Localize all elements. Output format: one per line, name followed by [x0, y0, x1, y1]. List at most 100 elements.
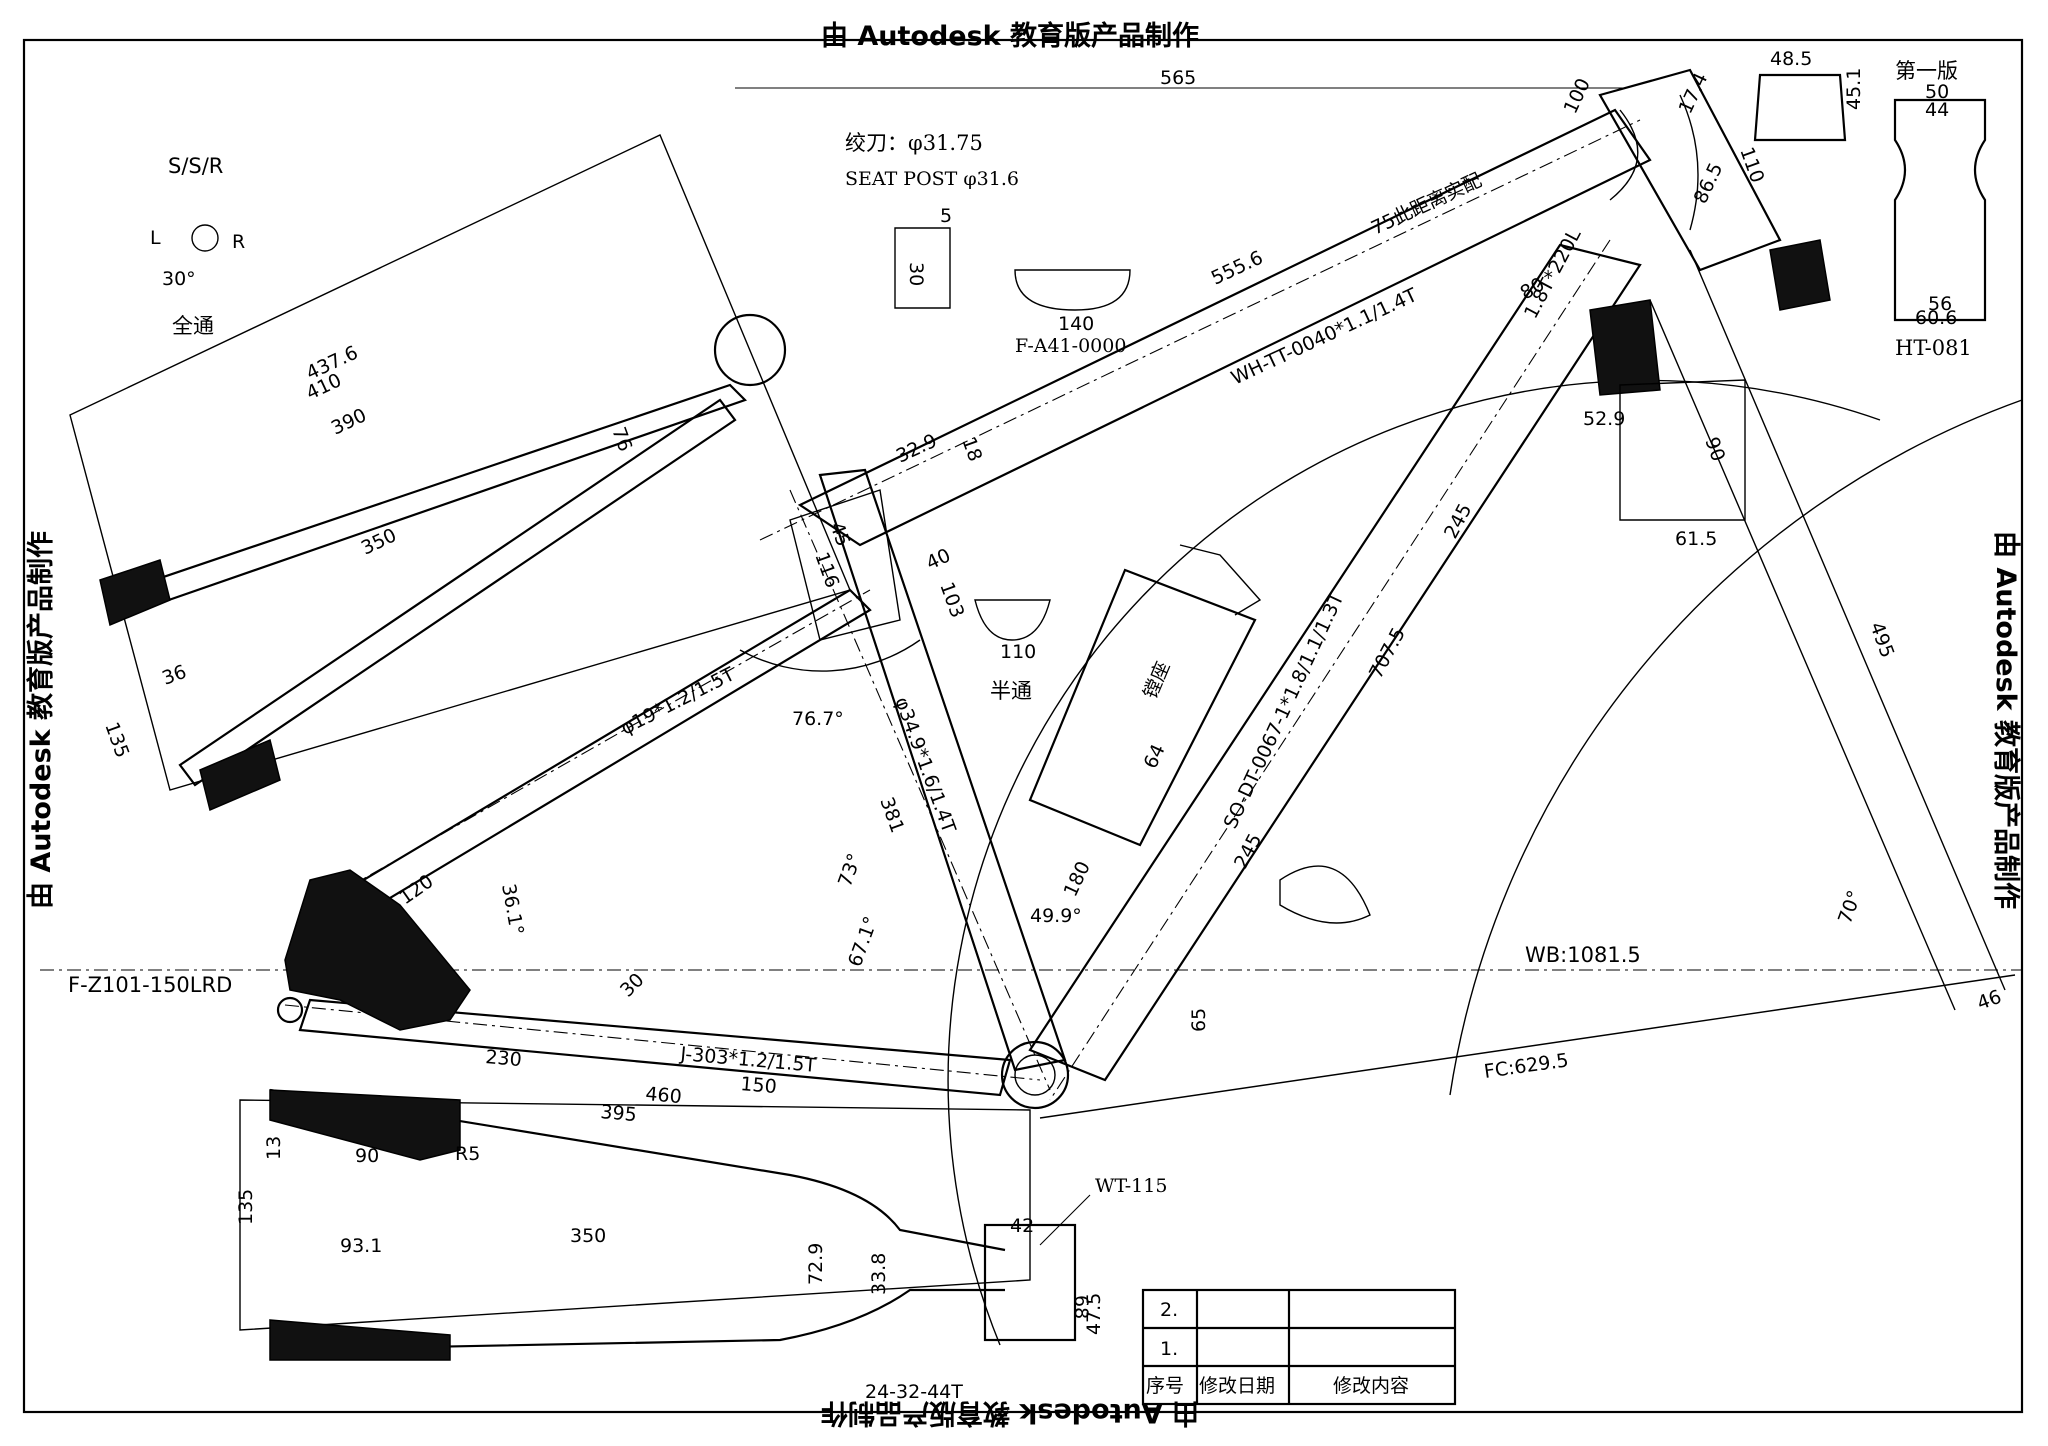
tt-section [1753, 73, 1847, 142]
front-arc [947, 379, 1881, 1346]
dim-499: 49.9° [1030, 905, 1082, 927]
ht081-label: HT-081 [1895, 336, 1972, 360]
dim-865: 86.5 [1690, 159, 1728, 207]
dropout-axle [276, 996, 304, 1024]
d5-text: 5 [940, 205, 952, 227]
dim-529: 52.9 [1583, 408, 1625, 430]
dim-395: 395 [600, 1101, 638, 1126]
rev-header-content: 修改内容 [1333, 1375, 1409, 1397]
svg-text:由 Autodesk 教育版产品制作: 由 Autodesk 教育版产品制作 [1990, 531, 2022, 909]
dropout-label: F-Z101-150LRD [68, 973, 232, 997]
dim-230: 230 [485, 1046, 523, 1071]
fork-axis [1649, 249, 2006, 1011]
down-tube-center [1049, 239, 1611, 1101]
top-tube [797, 108, 1652, 547]
ssr-label: S/S/R [168, 154, 223, 178]
r-label: R [232, 231, 245, 253]
dim-116: 116 [810, 549, 843, 591]
dim-729: 72.9 [805, 1243, 827, 1285]
dim-931: 93.1 [340, 1235, 382, 1257]
dim-475: 47.5 [1083, 1293, 1105, 1335]
clamp-section [1014, 269, 1131, 311]
head-tube [1598, 68, 1782, 272]
dim-42: 42 [1010, 1215, 1034, 1237]
rear-top-block-b [199, 738, 281, 812]
banban-section [974, 599, 1051, 641]
ht-tube-label: 1.8T*220L [1520, 225, 1586, 322]
dim-381: 381 [875, 794, 908, 836]
dim-44: 44 [1925, 99, 1949, 121]
dim-350b: 350 [570, 1225, 606, 1247]
dt-tube-label: SO-DT-0067-1*1.8/1.1/1.3T [1220, 589, 1349, 832]
headtube-profile [1893, 98, 1987, 322]
drawing-border [22, 38, 2024, 1414]
l-label: L [150, 227, 161, 249]
dim-120: 120 [395, 870, 437, 909]
lr-icon [191, 224, 219, 252]
chainstay-view-a [269, 1088, 1006, 1252]
dim-671: 67.1° [844, 913, 882, 969]
dim-150: 150 [740, 1073, 778, 1098]
bottle-neck [1179, 544, 1262, 616]
dim-460: 460 [645, 1083, 683, 1108]
head-tube-inner [1609, 94, 1699, 231]
dim-606: 60.6 [1915, 307, 1957, 329]
wt115-label: WT-115 [1095, 1175, 1167, 1197]
rear-top-bridge [713, 313, 787, 387]
d30-text: 30 [905, 262, 927, 286]
dim-36: 36 [159, 661, 189, 690]
tt-section-w: 48.5 [1770, 48, 1812, 70]
fc-label: FC:629.5 [1483, 1049, 1570, 1083]
rear-top-frame [69, 134, 851, 791]
down-tube [1028, 243, 1642, 1082]
seat-angle-arc [739, 639, 921, 672]
dim-50: 50 [1925, 81, 1949, 103]
cable-note: 75此距离实配 [1368, 169, 1485, 239]
seat-clamp-label: 绞刀：φ31.75 [845, 131, 983, 155]
head-lug-box [1619, 379, 1746, 521]
dim-40: 40 [923, 544, 954, 574]
bottle-cage [1028, 568, 1257, 847]
dim-90: 90 [1700, 434, 1729, 464]
rev-row1-no: 1. [1160, 1338, 1178, 1360]
chainstay-view-frame [239, 1099, 1031, 1331]
svg-text:由 Autodesk 教育版产品制作: 由 Autodesk 教育版产品制作 [25, 531, 57, 909]
dim-350a: 350 [358, 524, 400, 559]
banban-label: 半通 [990, 679, 1032, 703]
dim-18: 18 [957, 434, 986, 464]
dim-65: 65 [1188, 1008, 1210, 1032]
seatpost-slot [894, 227, 951, 309]
quantong-label: 全通 [172, 314, 214, 338]
rear-dropout [284, 869, 471, 1031]
dim-135a: 135 [100, 719, 133, 761]
bottle-note: 镗座 [1139, 658, 1174, 702]
chainstay-block-top [269, 1089, 461, 1161]
watermark-top: 由 Autodesk 教育版产品制作 [821, 20, 1199, 52]
top-tube-center [759, 119, 1641, 541]
dim-180: 180 [1060, 858, 1095, 900]
seat-cluster [789, 489, 901, 641]
watermark-right: 由 Autodesk 教育版产品制作 [1990, 531, 2022, 909]
dim-135b: 135 [235, 1189, 257, 1225]
fc-arc [1449, 399, 2023, 1096]
dim-30b: 30 [616, 969, 649, 1002]
dim-64: 64 [1140, 741, 1170, 772]
dim-103: 103 [935, 579, 968, 621]
fork-crown [1589, 299, 1661, 396]
version-label: 第一版 [1895, 59, 1958, 83]
angle30-label: 30° [162, 268, 196, 290]
dim-495: 495 [1865, 619, 1898, 661]
tt-tube-label: WH-TT-0040*1.1/1.4T [1228, 284, 1421, 390]
rear-top-stay-a [123, 383, 748, 612]
rear-top-stay-b [178, 398, 737, 787]
bb-shell-view [983, 1223, 1077, 1342]
dim-110: 110 [1735, 144, 1768, 186]
rev-header-no: 序号 [1146, 1375, 1184, 1397]
dim-390: 390 [328, 404, 370, 439]
dim-56: 56 [1928, 293, 1952, 315]
dim-100: 100 [1560, 75, 1595, 117]
bottom-spec: 24-32-44T [865, 1381, 963, 1403]
revision-table-box [1141, 1288, 1457, 1406]
wb-label: WB:1081.5 [1525, 943, 1641, 967]
